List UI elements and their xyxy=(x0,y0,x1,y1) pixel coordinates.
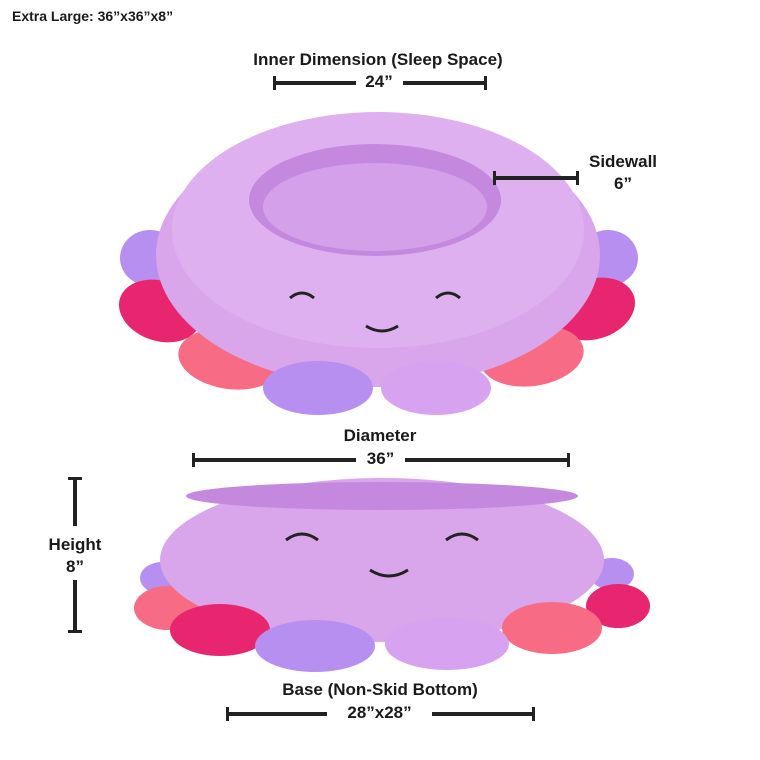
diameter-bar-left xyxy=(193,458,356,462)
height-cap-bottom xyxy=(68,630,82,633)
inner-dimension-cap-right xyxy=(484,76,487,90)
diameter-cap-right xyxy=(567,453,570,467)
base-cap-left xyxy=(226,707,229,721)
sidewall-value: 6” xyxy=(614,174,632,193)
sidewall-title: Sidewall xyxy=(588,152,658,171)
diameter-value: 36” xyxy=(366,449,395,468)
size-label: Extra Large: 36”x36”x8” xyxy=(12,8,174,24)
sidewall-cap-right xyxy=(576,171,579,185)
diameter-bar-right xyxy=(405,458,569,462)
base-value: 28”x28” xyxy=(347,703,412,722)
base-bar-left xyxy=(227,712,327,716)
sidewall-cap-left xyxy=(493,171,496,185)
height-cap-top xyxy=(68,477,82,480)
height-bar-bottom xyxy=(73,580,77,632)
base-cap-right xyxy=(532,707,535,721)
height-value: 8” xyxy=(66,557,84,576)
sidewall-bar xyxy=(494,176,578,180)
diameter-title: Diameter xyxy=(343,426,417,445)
inner-dimension-cap-left xyxy=(273,76,276,90)
inner-dimension-title: Inner Dimension (Sleep Space) xyxy=(253,50,503,69)
height-bar-top xyxy=(73,478,77,526)
height-title: Height xyxy=(48,535,102,554)
octopus-bed-top-view xyxy=(118,112,638,415)
base-bar-right xyxy=(432,712,534,716)
inner-dimension-bar-right xyxy=(403,81,486,85)
inner-dimension-bar-left xyxy=(274,81,356,85)
base-title: Base (Non-Skid Bottom) xyxy=(282,680,478,699)
diameter-cap-left xyxy=(192,453,195,467)
inner-dimension-value: 24” xyxy=(365,72,393,91)
